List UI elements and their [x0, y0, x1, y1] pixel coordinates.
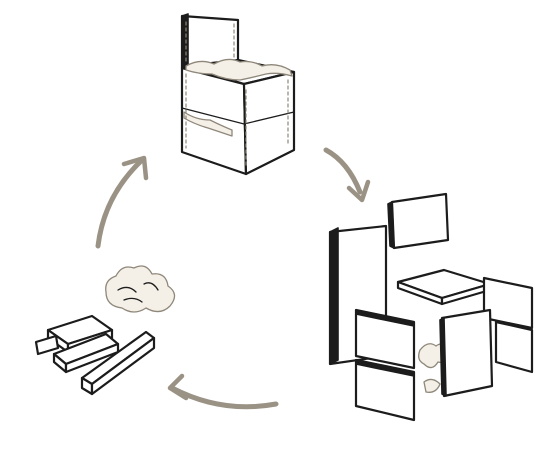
- piece-front-panel-edge: [355, 309, 415, 327]
- plank-small: [34, 334, 60, 356]
- piece-right-panel: [494, 320, 534, 374]
- arrowhead-icon: [167, 373, 189, 401]
- arrow-pieces-to-planks: [167, 373, 279, 410]
- pieces-icon: [328, 192, 534, 422]
- glue-waste-texture: [117, 282, 159, 303]
- chair-backrest-side: [181, 13, 189, 69]
- arrow-planks-to-chair: [95, 155, 149, 249]
- piece-front-right-panel-edge: [439, 317, 447, 397]
- piece-top-block-edge: [387, 201, 395, 249]
- chair-icon: [180, 13, 296, 176]
- glue-waste-pile: [105, 265, 176, 313]
- piece-bottom-panel-edge: [355, 359, 415, 377]
- curved-arrow-icon: [169, 385, 279, 410]
- chair-seam-middle: [181, 107, 295, 125]
- arrowhead-icon: [121, 155, 149, 181]
- arrow-chair-to-pieces: [323, 147, 371, 203]
- piece-glue-crumbs: [423, 378, 441, 393]
- curved-arrow-icon: [323, 147, 363, 195]
- planks-icon: [34, 265, 176, 396]
- piece-front-right-panel: [440, 308, 494, 398]
- chair-glue-seam: [185, 58, 293, 81]
- piece-tall-panel-edge: [329, 227, 339, 365]
- chair-base-side: [242, 70, 296, 176]
- piece-top-block: [390, 192, 450, 250]
- curved-arrow-icon: [95, 157, 145, 249]
- plank-long-stick-side: [90, 336, 156, 396]
- piece-right-panel: [482, 276, 534, 330]
- arrowhead-icon: [346, 179, 371, 203]
- chair-glue-seam: [183, 111, 233, 137]
